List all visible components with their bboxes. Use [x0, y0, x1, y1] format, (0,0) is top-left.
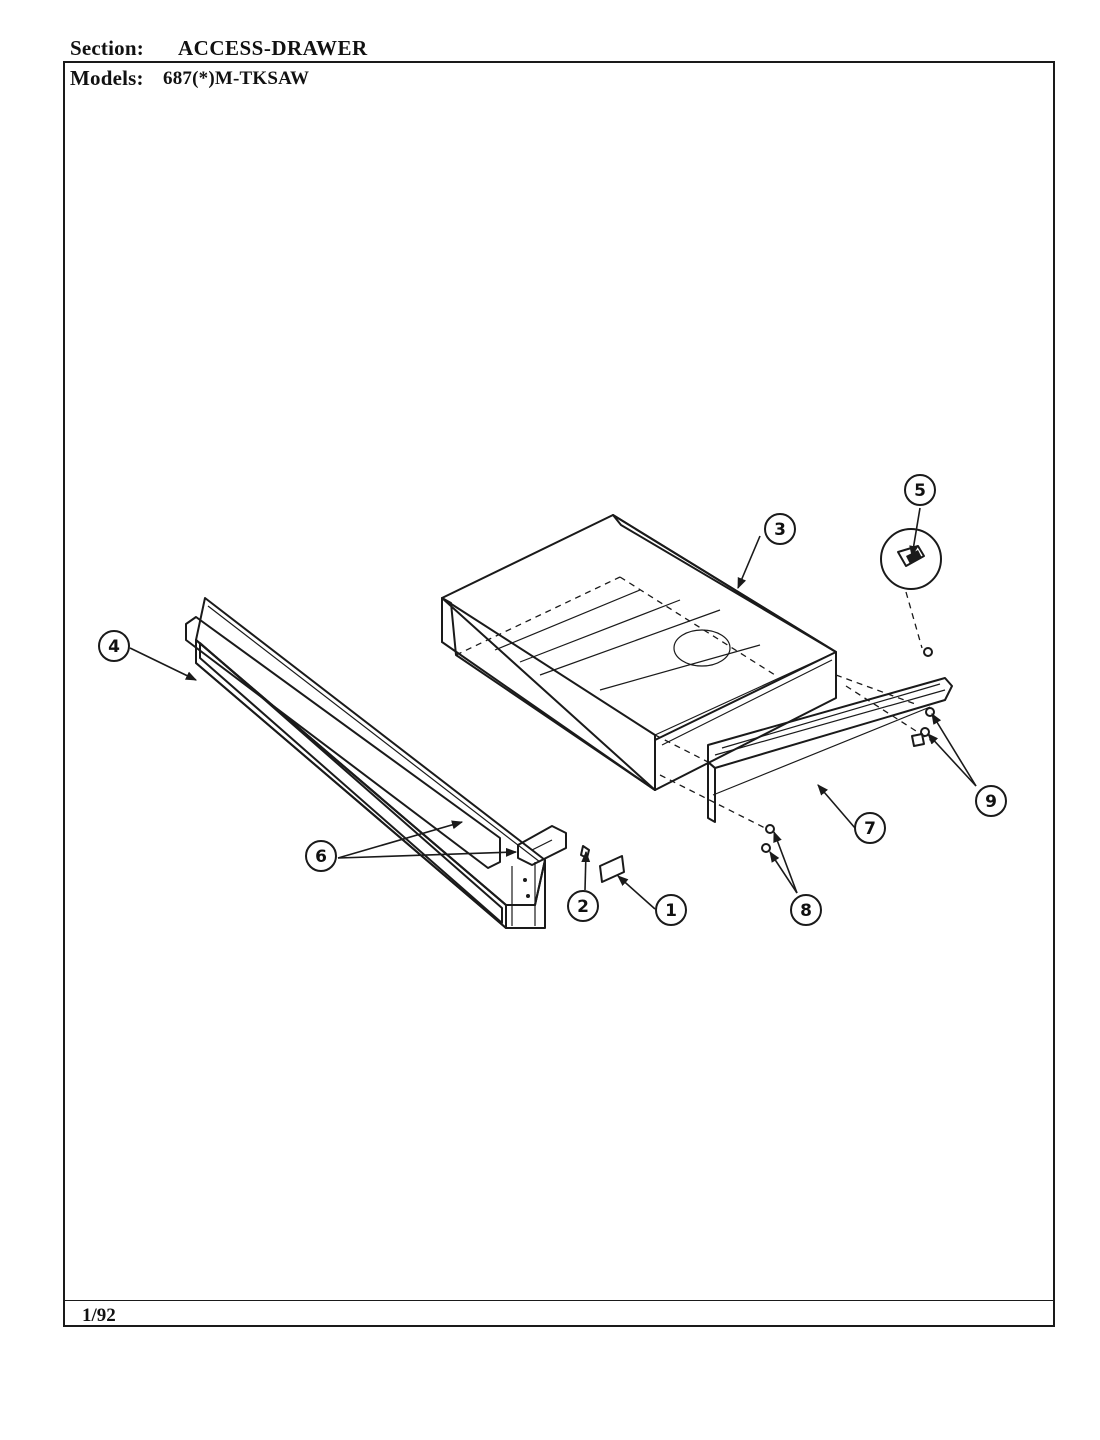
callout-5: 5	[904, 474, 936, 506]
callout-number: 6	[315, 847, 327, 867]
section-label: Section:	[70, 36, 144, 60]
callout-number: 3	[774, 520, 786, 540]
callout-9: 9	[975, 785, 1007, 817]
drawer-bracket	[517, 825, 567, 866]
drawer-front-panel	[185, 597, 546, 929]
footer-divider	[63, 1300, 1055, 1301]
models-value: 687(*)M-TKSAW	[163, 68, 310, 89]
label-plate	[599, 855, 625, 883]
callout-1: 1	[655, 894, 687, 926]
assembly-guide-lines	[654, 591, 931, 829]
callout-8: 8	[790, 894, 822, 926]
callout-number: 1	[665, 901, 677, 921]
callout-7: 7	[854, 812, 886, 844]
callout-3: 3	[764, 513, 796, 545]
section-value: ACCESS-DRAWER	[178, 36, 368, 60]
models-label: Models:	[70, 66, 144, 90]
footer-date: 1/92	[82, 1305, 116, 1326]
callout-number: 7	[864, 819, 876, 839]
screw	[580, 845, 590, 859]
callout-4: 4	[98, 630, 130, 662]
callout-number: 2	[577, 897, 589, 917]
leader-lines	[129, 507, 977, 910]
drawer-clip-detail	[880, 528, 942, 657]
front-screws	[761, 824, 775, 853]
callout-number: 8	[800, 901, 812, 921]
rail-screws	[911, 707, 935, 747]
callout-number: 9	[985, 792, 997, 812]
callout-6: 6	[305, 840, 337, 872]
callout-number: 4	[108, 637, 120, 657]
callout-number: 5	[914, 481, 926, 501]
drawer-slide-rail	[707, 677, 953, 823]
page-frame	[63, 61, 1055, 1327]
callout-2: 2	[567, 890, 599, 922]
